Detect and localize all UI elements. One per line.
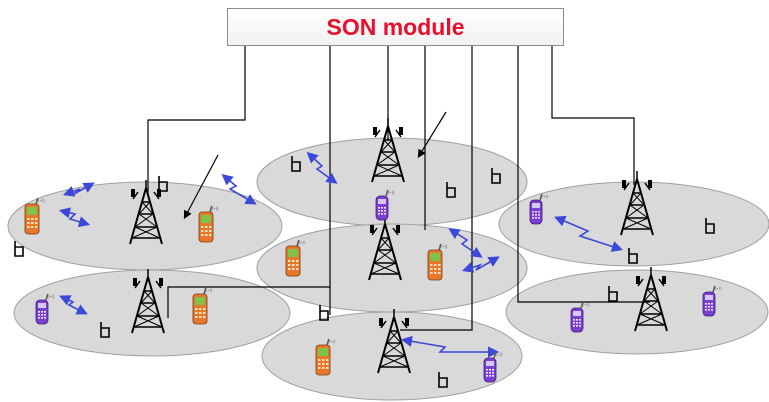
cell-bottom-left xyxy=(13,269,291,357)
marker-glyph xyxy=(14,156,715,388)
interference-arrow-icon xyxy=(58,151,624,358)
son-module-label: SON module xyxy=(326,13,465,40)
cell-top-center xyxy=(256,137,528,227)
pointer-arrow xyxy=(183,154,219,220)
son-module-box: SON module xyxy=(227,8,564,46)
pointer-arrow xyxy=(417,111,447,159)
cell-bottom-right xyxy=(505,269,769,355)
